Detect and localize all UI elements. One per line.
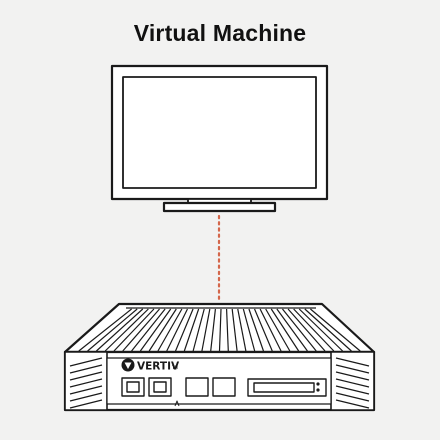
heat-sink-fin bbox=[270, 308, 300, 352]
heat-sink-fin bbox=[304, 308, 352, 352]
heat-sink-fin bbox=[139, 308, 172, 352]
vent-slat bbox=[69, 357, 103, 367]
vent-slat bbox=[69, 371, 103, 381]
heat-sink-fin bbox=[310, 308, 361, 352]
vent-slat bbox=[69, 392, 103, 402]
vent-slat bbox=[69, 364, 103, 374]
heat-sink-fin bbox=[298, 308, 344, 352]
heat-sink-fin bbox=[210, 308, 217, 352]
heat-sink-fin bbox=[87, 308, 138, 352]
heat-sink-fin bbox=[78, 308, 132, 352]
vent-slat bbox=[335, 392, 370, 402]
heat-sink-fin bbox=[225, 308, 229, 352]
heat-sink-fin bbox=[183, 308, 200, 352]
vent-slat bbox=[335, 385, 370, 395]
heat-sink-fin bbox=[287, 308, 326, 352]
heat-sink-fin bbox=[248, 308, 265, 352]
vent-slat bbox=[335, 357, 370, 367]
heat-sink-fin bbox=[253, 308, 273, 352]
heat-sink-fin bbox=[218, 308, 222, 352]
vent-slat bbox=[335, 399, 370, 409]
monitor-icon bbox=[110, 64, 329, 213]
heat-sink-fin bbox=[293, 308, 335, 352]
vent-slat bbox=[335, 364, 370, 374]
heat-sink-fin bbox=[148, 308, 177, 352]
heat-sink-fin bbox=[276, 308, 308, 352]
vent-slat bbox=[69, 385, 103, 395]
vent-slat bbox=[335, 371, 370, 381]
heat-sink-fin bbox=[113, 308, 155, 352]
heat-sink-fin bbox=[237, 308, 247, 352]
trademark-label: TM bbox=[171, 365, 178, 370]
heat-sink-fin bbox=[95, 308, 144, 352]
heat-sink-fin bbox=[231, 308, 238, 352]
heat-sink-fin bbox=[104, 308, 149, 352]
heat-sink-fin bbox=[192, 308, 205, 352]
vertiv-logo-icon bbox=[121, 358, 135, 372]
heat-sink-fin bbox=[174, 308, 194, 352]
diagram-title: Virtual Machine bbox=[133, 20, 307, 46]
vent-slat bbox=[69, 378, 103, 388]
vent-slat bbox=[69, 399, 103, 409]
heat-sink-fin bbox=[157, 308, 183, 352]
heat-sink-fin bbox=[265, 308, 291, 352]
heat-sink-fin bbox=[259, 308, 282, 352]
brand-label: VERTIV bbox=[137, 361, 180, 373]
appliance-icon bbox=[63, 302, 376, 412]
heat-sink-fin bbox=[201, 308, 211, 352]
heat-sink-fin bbox=[282, 308, 317, 352]
heat-sink-fin bbox=[166, 308, 189, 352]
heat-sink-fin bbox=[242, 308, 256, 352]
heat-sink-fin bbox=[122, 308, 160, 352]
heat-sink-fin bbox=[131, 308, 166, 352]
vent-slat bbox=[335, 378, 370, 388]
